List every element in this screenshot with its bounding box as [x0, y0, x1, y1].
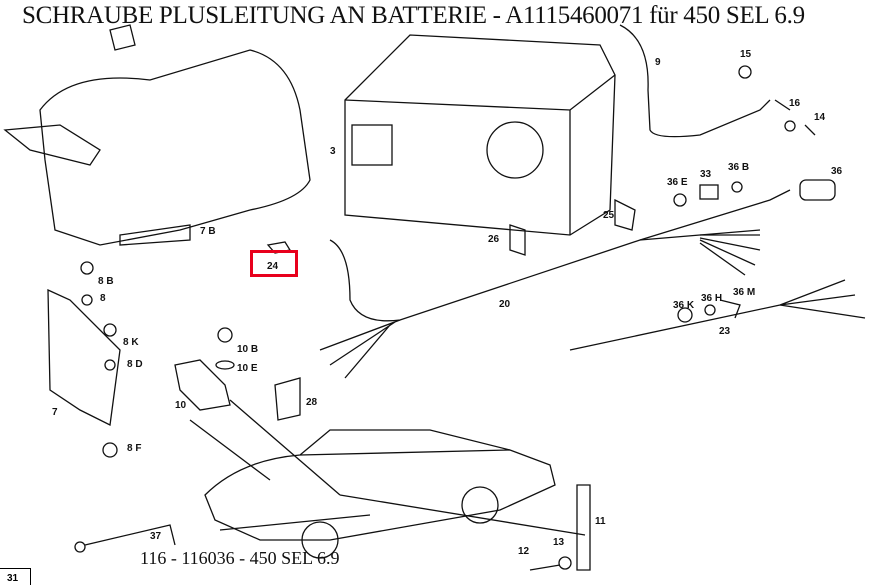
part-label-16[interactable]: 16	[789, 98, 801, 109]
part-label-28[interactable]: 28	[306, 397, 318, 408]
part-label-8d[interactable]: 8 D	[127, 359, 143, 370]
part-label-10e[interactable]: 10 E	[237, 363, 258, 374]
part-label-26[interactable]: 26	[488, 234, 500, 245]
highlight-box	[250, 250, 298, 277]
harness-23	[569, 279, 866, 351]
cable-9	[619, 24, 771, 138]
part-label-37[interactable]: 37	[150, 531, 162, 542]
ground-strap-37	[84, 524, 176, 546]
part-label-25[interactable]: 25	[603, 210, 615, 221]
part-label-8k[interactable]: 8 K	[123, 337, 139, 348]
part-label-8b[interactable]: 8 B	[98, 276, 114, 287]
part-label-23[interactable]: 23	[719, 326, 731, 337]
part-label-36k[interactable]: 36 K	[673, 300, 695, 311]
bracket-7	[47, 288, 121, 426]
page-title: SCHRAUBE PLUSLEITUNG AN BATTERIE - A1115…	[22, 2, 805, 29]
part-label-36e[interactable]: 36 E	[667, 177, 688, 188]
part-label-36b[interactable]: 36 B	[728, 162, 750, 173]
part-label-3[interactable]: 3	[330, 146, 336, 157]
page-number: 31	[7, 573, 19, 584]
model-caption: 116 - 116036 - 450 SEL 6.9	[140, 548, 340, 568]
part-label-13[interactable]: 13	[553, 537, 565, 548]
part-label-15[interactable]: 15	[740, 49, 752, 60]
part-label-12[interactable]: 12	[518, 546, 530, 557]
part-label-9[interactable]: 9	[655, 57, 661, 68]
harness-20	[329, 229, 761, 322]
part-label-14[interactable]: 14	[814, 112, 826, 123]
part-label-36[interactable]: 36	[831, 166, 843, 177]
part-label-33[interactable]: 33	[700, 169, 712, 180]
part-label-10b[interactable]: 10 B	[237, 344, 259, 355]
cover-7b	[39, 49, 311, 246]
part-label-7b[interactable]: 7 B	[200, 226, 216, 237]
part-label-11[interactable]: 11	[595, 516, 606, 527]
car-illustration	[204, 429, 556, 541]
part-label-8[interactable]: 8	[100, 293, 106, 304]
page-number-box: 31	[0, 568, 31, 585]
bracket-10	[174, 359, 231, 411]
part-label-36m[interactable]: 36 M	[733, 287, 756, 298]
part-label-20[interactable]: 20	[499, 299, 511, 310]
part-label-10[interactable]: 10	[175, 400, 187, 411]
bracket-28	[274, 377, 301, 421]
part-label-7[interactable]: 7	[52, 407, 58, 418]
part-label-8f[interactable]: 8 F	[127, 443, 142, 454]
part-label-24[interactable]: 24	[267, 261, 279, 272]
strap-11	[576, 484, 591, 571]
battery-3	[344, 34, 616, 236]
part-label-36h[interactable]: 36 H	[701, 293, 723, 304]
